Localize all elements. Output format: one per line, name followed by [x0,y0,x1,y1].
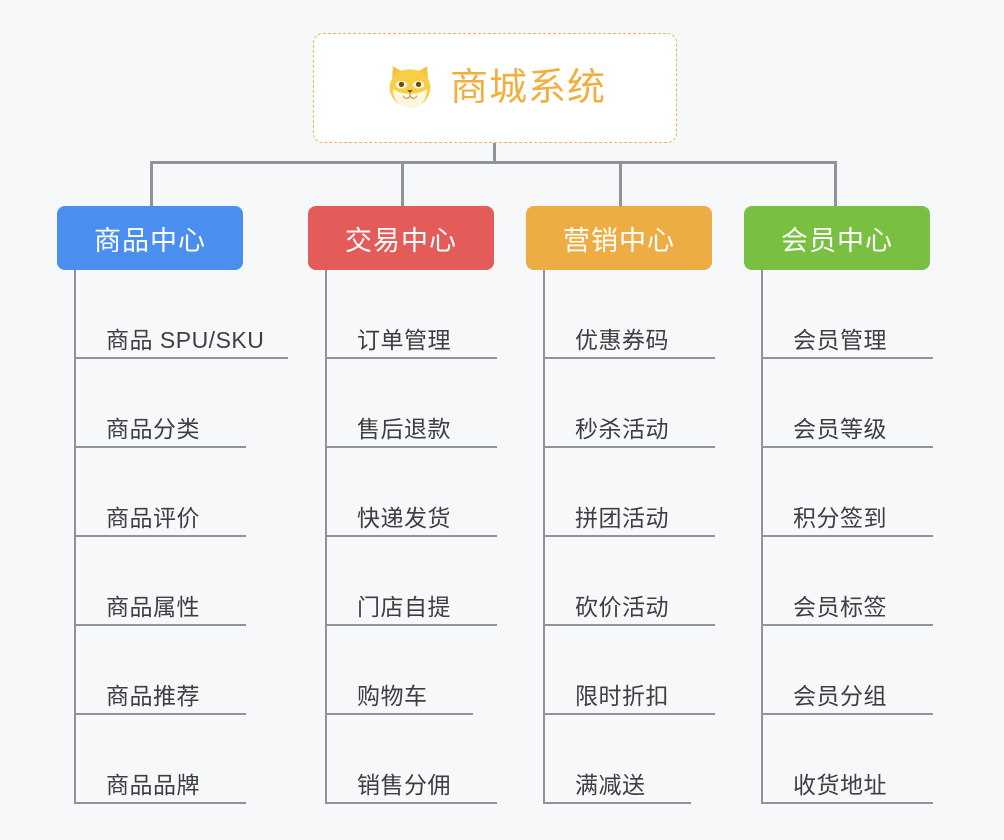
list-item[interactable]: 限时折扣 [545,626,715,715]
category-label: 会员中心 [781,225,893,256]
list-item-label: 商品分类 [106,415,200,442]
branch-marketing-center: 营销中心 优惠券码 秒杀活动 拼团活动 砍价活动 限时折扣 满减送 [526,206,746,804]
connector-horizontal-bus [150,161,837,164]
item-list-trade-center: 订单管理 售后退款 快递发货 门店自提 购物车 销售分佣 [325,270,528,804]
list-item[interactable]: 商品 SPU/SKU [76,270,288,359]
list-item[interactable]: 会员等级 [763,359,933,448]
list-item-label: 收货地址 [793,771,887,798]
list-item[interactable]: 会员管理 [763,270,933,359]
list-item-label: 会员分组 [793,682,887,709]
list-item[interactable]: 砍价活动 [545,537,715,626]
root-node[interactable]: 商城系统 [313,33,677,143]
category-header-marketing-center[interactable]: 营销中心 [526,206,712,270]
list-item-label: 订单管理 [357,326,451,353]
list-item[interactable]: 销售分佣 [327,715,497,804]
list-item[interactable]: 满减送 [545,715,691,804]
category-label: 商品中心 [94,225,206,256]
branch-product-center: 商品中心 商品 SPU/SKU 商品分类 商品评价 商品属性 商品推荐 商品品牌 [57,206,288,804]
list-item-label: 销售分佣 [357,771,451,798]
list-item-label: 商品 SPU/SKU [106,326,265,353]
list-item-label: 满减送 [575,771,646,798]
list-item-label: 购物车 [357,682,428,709]
list-item[interactable]: 商品属性 [76,537,246,626]
list-item[interactable]: 拼团活动 [545,448,715,537]
list-item[interactable]: 收货地址 [763,715,933,804]
list-item[interactable]: 购物车 [327,626,473,715]
list-item-label: 优惠券码 [575,326,669,353]
list-item-label: 砍价活动 [575,593,669,620]
list-item-label: 会员等级 [793,415,887,442]
list-item[interactable]: 优惠券码 [545,270,715,359]
branch-trade-center: 交易中心 订单管理 售后退款 快递发货 门店自提 购物车 销售分佣 [308,206,528,804]
list-item[interactable]: 售后退款 [327,359,497,448]
list-item[interactable]: 会员标签 [763,537,933,626]
category-label: 交易中心 [345,225,457,256]
list-item-label: 商品评价 [106,504,200,531]
list-item[interactable]: 秒杀活动 [545,359,715,448]
list-item[interactable]: 门店自提 [327,537,497,626]
connector-drop-product-center [150,161,153,206]
list-item-label: 会员标签 [793,593,887,620]
list-item-label: 拼团活动 [575,504,669,531]
category-header-member-center[interactable]: 会员中心 [744,206,930,270]
list-item-label: 商品品牌 [106,771,200,798]
category-header-trade-center[interactable]: 交易中心 [308,206,494,270]
shiba-dog-face-icon [384,62,436,114]
list-item[interactable]: 商品分类 [76,359,246,448]
branch-member-center: 会员中心 会员管理 会员等级 积分签到 会员标签 会员分组 收货地址 [744,206,964,804]
category-header-product-center[interactable]: 商品中心 [57,206,243,270]
list-item-label: 积分签到 [793,504,887,531]
list-item-label: 限时折扣 [575,682,669,709]
list-item-label: 商品推荐 [106,682,200,709]
list-item[interactable]: 会员分组 [763,626,933,715]
item-list-product-center: 商品 SPU/SKU 商品分类 商品评价 商品属性 商品推荐 商品品牌 [74,270,288,804]
category-label: 营销中心 [563,225,675,256]
list-item[interactable]: 商品品牌 [76,715,246,804]
connector-drop-marketing-center [619,161,622,206]
list-item[interactable]: 商品推荐 [76,626,246,715]
root-title: 商城系统 [449,67,606,109]
list-item-label: 门店自提 [357,593,451,620]
list-item-label: 会员管理 [793,326,887,353]
list-item-label: 售后退款 [357,415,451,442]
item-list-marketing-center: 优惠券码 秒杀活动 拼团活动 砍价活动 限时折扣 满减送 [543,270,746,804]
list-item-label: 快递发货 [357,504,451,531]
list-item[interactable]: 订单管理 [327,270,497,359]
list-item-label: 商品属性 [106,593,200,620]
list-item[interactable]: 积分签到 [763,448,933,537]
connector-drop-member-center [834,161,837,206]
connector-drop-trade-center [401,161,404,206]
connector-root-stem [493,143,496,164]
list-item[interactable]: 商品评价 [76,448,246,537]
list-item-label: 秒杀活动 [575,415,669,442]
list-item[interactable]: 快递发货 [327,448,497,537]
item-list-member-center: 会员管理 会员等级 积分签到 会员标签 会员分组 收货地址 [761,270,964,804]
